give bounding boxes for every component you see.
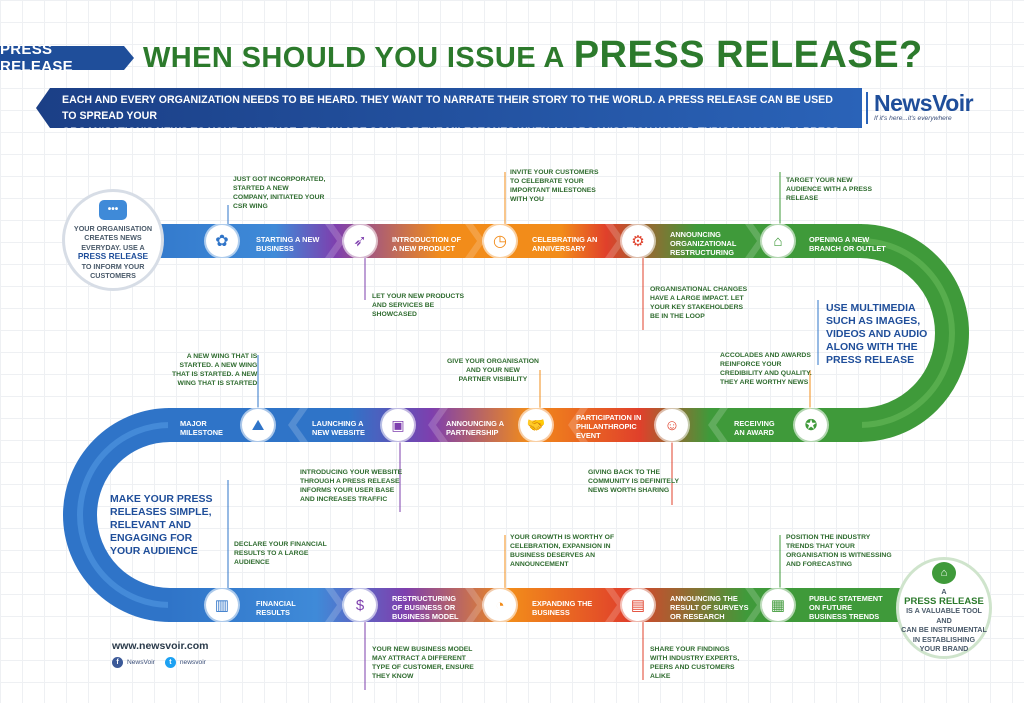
page-title: WHEN SHOULD YOU ISSUE A PRESS RELEASE? bbox=[143, 34, 923, 82]
end-circle: ⌂ A PRESS RELEASE IS A VALUABLE TOOL AND… bbox=[899, 560, 989, 656]
facebook-icon[interactable]: f bbox=[112, 657, 123, 668]
end-highlight: PRESS RELEASE bbox=[904, 595, 984, 607]
facebook-handle[interactable]: NewsVoir bbox=[127, 659, 155, 666]
end-text-2: CAN BE INSTRUMENTAL bbox=[901, 625, 987, 635]
end-text-1: IS A VALUABLE TOOL AND bbox=[906, 606, 982, 625]
handshake-icon: 🤝 bbox=[520, 409, 552, 441]
survey-chart-icon: ▤ bbox=[622, 589, 654, 621]
mountain-flag-icon: ⛰ bbox=[242, 409, 274, 441]
social-links: f NewsVoir t newsvoir bbox=[112, 657, 206, 668]
restructure-people-icon: ⚙ bbox=[622, 225, 654, 257]
statement-document-icon: ▦ bbox=[762, 589, 794, 621]
website-monitor-icon: ▣ bbox=[382, 409, 414, 441]
chat-bubble-icon: ••• bbox=[99, 199, 127, 220]
rocket-icon: ➶ bbox=[344, 225, 376, 257]
start-circle: ••• YOUR ORGANISATION CREATES NEWS EVERY… bbox=[65, 192, 161, 288]
start-text-2: CREATES NEWS bbox=[84, 233, 142, 242]
shop-icon: ⌂ bbox=[932, 562, 956, 585]
start-text-4: TO INFORM YOUR bbox=[81, 261, 145, 271]
footer-url[interactable]: www.newsvoir.com bbox=[112, 640, 209, 652]
branch-building-icon: ⌂ bbox=[762, 225, 794, 257]
end-text-4: YOUR BRAND bbox=[919, 644, 969, 654]
philanthropy-person-icon: ☺ bbox=[656, 409, 688, 441]
expansion-icon: ◔ bbox=[484, 589, 516, 621]
tag-arrow bbox=[124, 46, 134, 70]
intro-line-1: EACH AND EVERY ORGANIZATION NEEDS TO BE … bbox=[62, 94, 833, 122]
start-highlight: PRESS RELEASE bbox=[77, 251, 149, 261]
brand-logo: NewsVoir If it's here...it's everywhere bbox=[874, 90, 994, 122]
intro-divider bbox=[866, 92, 868, 124]
start-text-5: CUSTOMERS bbox=[90, 271, 136, 280]
end-text-top: A bbox=[941, 587, 947, 597]
start-text-1: YOUR ORGANISATION bbox=[73, 223, 153, 233]
brand-slogan: If it's here...it's everywhere bbox=[874, 115, 952, 122]
twitter-icon[interactable]: t bbox=[164, 657, 176, 668]
intro-banner: EACH AND EVERY ORGANIZATION NEEDS TO BE … bbox=[36, 88, 862, 128]
award-trophy-icon: ✪ bbox=[795, 409, 827, 441]
brand-name: NewsVoir bbox=[874, 90, 974, 116]
business-model-icon: $ bbox=[344, 589, 376, 621]
financial-chart-icon: ▥ bbox=[206, 589, 238, 621]
twitter-handle[interactable]: newsvoir bbox=[179, 659, 206, 666]
title-part1: WHEN SHOULD YOU ISSUE A bbox=[143, 42, 565, 74]
anniversary-clock-icon: ◷ bbox=[484, 225, 516, 257]
intro-line-2: ORGANISATION'S NEWS TO YOUR AUDIENCE. BE… bbox=[62, 126, 840, 154]
end-text-3: IN ESTABLISHING bbox=[912, 634, 976, 644]
start-text-3: EVERYDAY. USE A bbox=[81, 242, 145, 252]
title-part2: PRESS RELEASE? bbox=[573, 34, 923, 76]
growth-plant-icon: ✿ bbox=[206, 225, 238, 257]
